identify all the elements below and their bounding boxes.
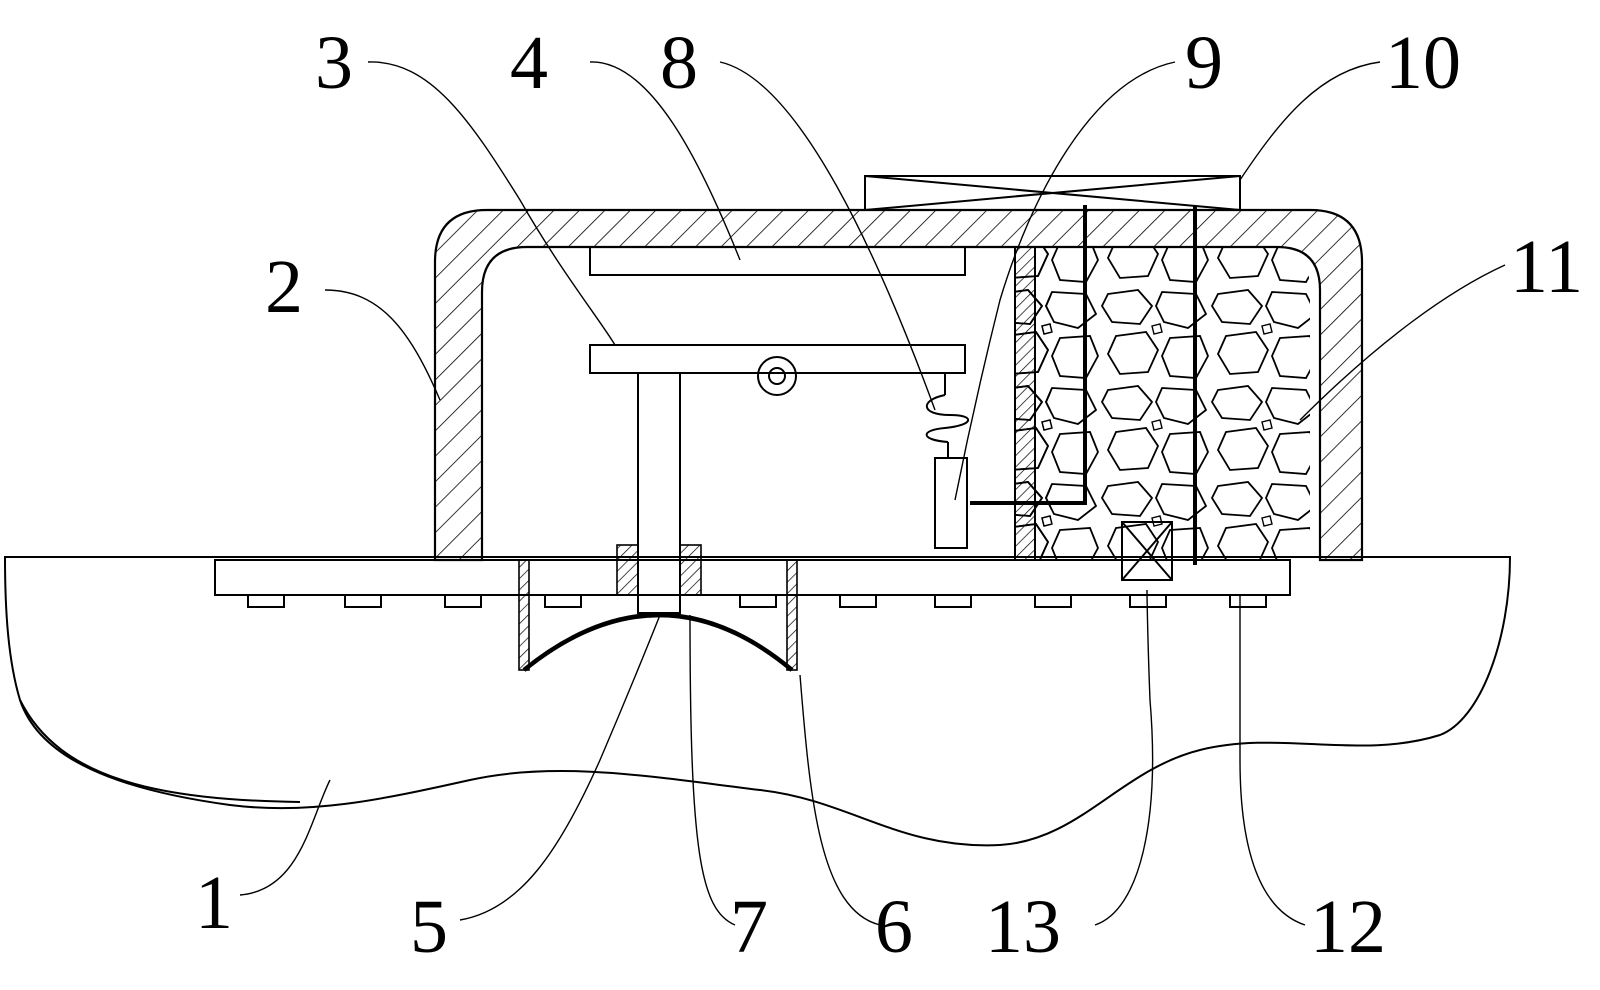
label-5: 5: [410, 885, 448, 969]
shaft-7: [637, 372, 681, 614]
label-6: 6: [875, 885, 913, 969]
leader-lines: [239, 61, 1506, 926]
top-block-10: [864, 175, 1241, 211]
partition-strip: [1014, 246, 1036, 561]
label-2: 2: [265, 245, 303, 329]
label-9: 9: [1185, 21, 1223, 105]
lower-plate-3: [589, 344, 966, 396]
base-plate-12: [214, 559, 1291, 608]
membrane-5: [522, 612, 794, 672]
label-4: 4: [510, 21, 548, 105]
valve-13: [1121, 521, 1173, 581]
housing-2: [433, 208, 1364, 562]
label-1: 1: [195, 861, 233, 945]
label-7: 7: [730, 885, 768, 969]
label-13: 13: [985, 885, 1061, 969]
label-10: 10: [1385, 21, 1461, 105]
base-body-1: [3, 556, 1512, 847]
filter-media-11: [1014, 247, 1310, 560]
label-11: 11: [1510, 225, 1583, 309]
label-3: 3: [315, 21, 353, 105]
spring-8: [925, 373, 970, 458]
label-8: 8: [660, 21, 698, 105]
label-12: 12: [1310, 885, 1386, 969]
sensor-9: [934, 457, 968, 549]
upper-plate-4: [589, 246, 966, 276]
